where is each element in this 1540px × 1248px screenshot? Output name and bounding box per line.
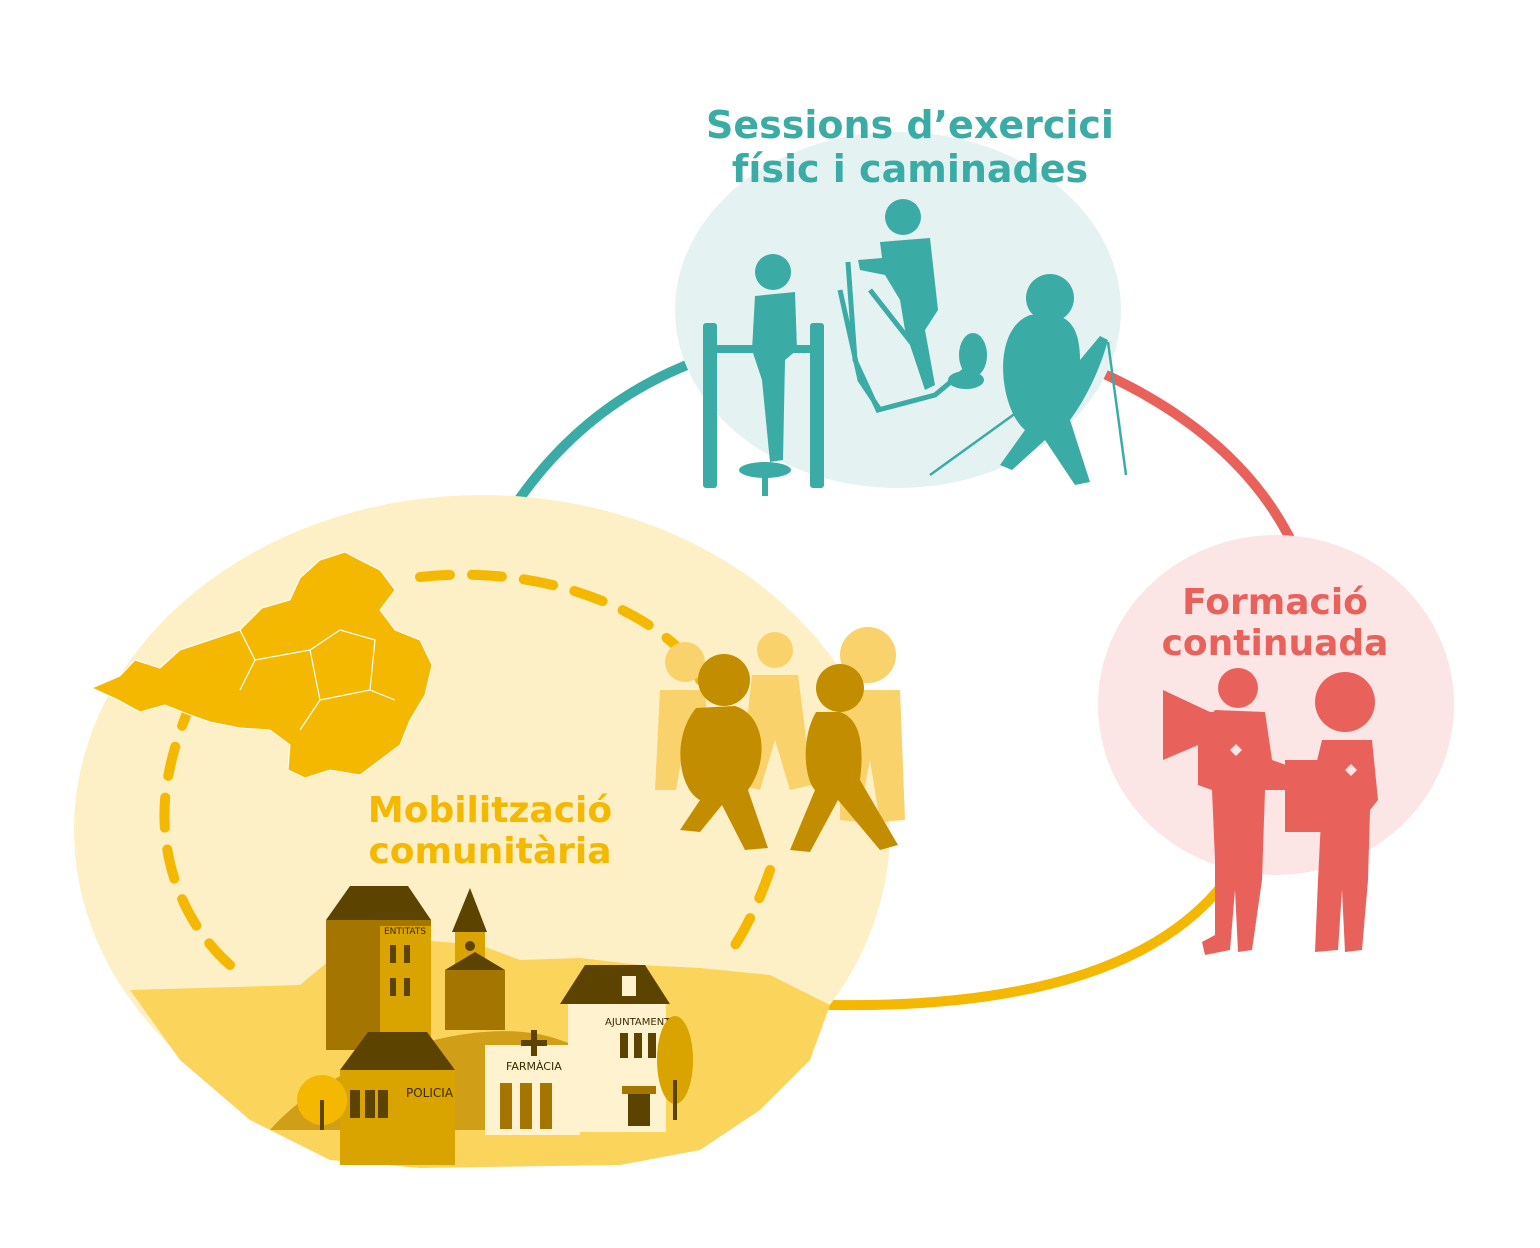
building-label-farmacia: FARMÀCIA xyxy=(506,1060,562,1073)
connector-training-community xyxy=(825,855,1245,1011)
building-label-entitats: ENTITATS xyxy=(384,927,426,937)
connector-exercise-training xyxy=(1095,367,1305,565)
region-map-icon xyxy=(90,551,433,779)
exercise-node-title: Sessions d’exercici físic i caminades xyxy=(706,103,1114,191)
elliptical-trainer-person-icon xyxy=(837,199,987,413)
nordic-walking-person-icon xyxy=(929,274,1128,485)
training-node-title: Formació continuada xyxy=(1161,582,1389,665)
town-buildings-icon: ENTITATS POLICIA FARMÀCIA AJUNTAMENT xyxy=(130,886,830,1168)
building-label-ajuntament: AJUNTAMENT xyxy=(605,1017,671,1028)
connector-exercise-community xyxy=(515,355,705,503)
building-label-policia: POLICIA xyxy=(406,1086,454,1100)
megaphone-trainer-icon xyxy=(1163,668,1300,955)
community-node-title: Mobilització comunitària xyxy=(367,790,613,873)
walking-group-icon xyxy=(655,627,905,852)
street-workout-person-icon xyxy=(703,254,824,496)
trainee-with-clipboard-icon xyxy=(1230,672,1378,952)
